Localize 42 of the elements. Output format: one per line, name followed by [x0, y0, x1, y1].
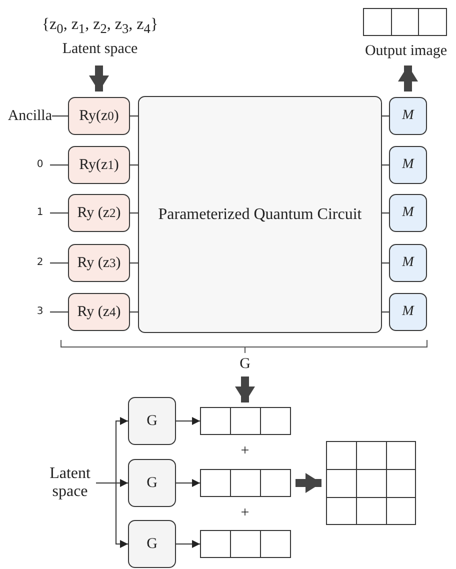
measurement-gate: M	[389, 293, 427, 331]
qubit-label: 3	[30, 304, 50, 320]
qubit-wire	[130, 164, 138, 166]
qubit-wire	[50, 164, 68, 166]
pixel-grid	[326, 441, 416, 525]
output-label: Output image	[364, 42, 448, 60]
circuit-block: Parameterized Quantum Circuit	[138, 96, 382, 333]
qubit-wire	[382, 212, 390, 214]
measurement-gate: M	[389, 194, 427, 232]
measurement-gate: M	[389, 146, 427, 184]
pixel-strip	[200, 407, 291, 435]
arrow	[176, 479, 200, 487]
qubit-label: 2	[30, 255, 50, 271]
generator-box: G	[128, 397, 176, 445]
qubit-wire	[382, 262, 390, 264]
qubit-label: 0	[30, 157, 50, 173]
block-arrow	[235, 376, 255, 402]
generator-box: G	[128, 520, 176, 568]
qubit-wire	[130, 212, 138, 214]
block-arrow	[398, 66, 418, 92]
generator-box: G	[128, 459, 176, 507]
qubit-wire	[130, 262, 138, 264]
measurement-gate: M	[389, 244, 427, 282]
arrow	[96, 482, 128, 548]
block-arrow	[89, 66, 109, 92]
qubit-wire	[50, 262, 68, 264]
variable-set: {z$_{0}$, z$_{1}$, z$_{2}$, z$_{3}$, z$_{4}$}	[40, 16, 160, 38]
measurement-gate: M	[389, 97, 427, 135]
qubit-wire	[382, 164, 390, 166]
block-arrow	[296, 473, 322, 493]
plus-sign: +	[240, 504, 250, 522]
qubit-label: Ancilla	[2, 107, 52, 125]
input-label: Latent space	[61, 40, 139, 58]
qubit-wire	[50, 212, 68, 214]
generator-label: G	[236, 355, 254, 372]
pixel-strip	[200, 469, 291, 497]
arrow	[176, 540, 200, 548]
plus-sign: +	[240, 442, 250, 460]
qubit-label: 1	[30, 205, 50, 221]
input-label: Latent space	[44, 465, 96, 501]
arrow	[176, 417, 200, 425]
pixel-strip	[200, 530, 291, 558]
